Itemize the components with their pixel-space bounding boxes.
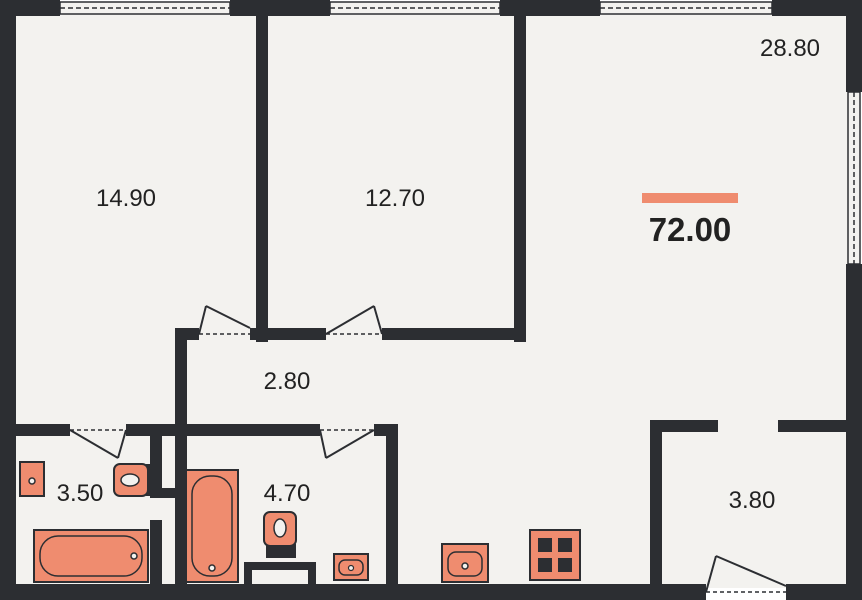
doors xyxy=(69,305,787,593)
wall-bottom-1 xyxy=(0,584,706,600)
wall-right-1 xyxy=(846,0,862,92)
toilet-bath-1-icon xyxy=(113,463,160,497)
area-label-hall: 2.80 xyxy=(264,368,311,395)
wall-storage-top-1 xyxy=(650,420,718,432)
bathtub-bath-1-icon xyxy=(33,529,149,583)
wall-left xyxy=(0,0,16,600)
door-room-1 xyxy=(198,305,251,335)
wall-hall-top-2 xyxy=(250,328,326,340)
sink-bath-2-icon xyxy=(333,553,369,581)
wall-top-4 xyxy=(772,0,862,16)
wall-storage-left xyxy=(650,420,662,588)
kitchen-sink-icon xyxy=(441,543,489,583)
window-top-3 xyxy=(599,1,773,15)
door-bath-2 xyxy=(319,429,375,459)
windows xyxy=(59,1,861,265)
total-area-accent-bar xyxy=(642,193,738,203)
sink-bath-1-icon xyxy=(19,461,45,497)
window-right xyxy=(847,91,861,265)
wall-storage-top-2 xyxy=(778,420,854,432)
wall-bottom-2 xyxy=(786,584,862,600)
wall-bath1-top-1 xyxy=(8,424,70,436)
area-label-room-2: 12.70 xyxy=(365,185,425,212)
utility-niche-icon xyxy=(244,562,316,586)
stove-icon xyxy=(529,529,581,581)
window-top-2 xyxy=(329,1,501,15)
wall-hall-top-3 xyxy=(382,328,526,340)
wall-partition-1 xyxy=(256,8,268,342)
door-bath-1 xyxy=(69,429,127,459)
door-entrance xyxy=(705,555,787,593)
wall-bath-niche xyxy=(150,488,176,498)
wall-partition-2 xyxy=(514,8,526,342)
window-top-1 xyxy=(59,1,231,15)
area-label-bath-2: 4.70 xyxy=(264,480,311,507)
wall-hall-left xyxy=(175,328,187,588)
area-label-bath-1: 3.50 xyxy=(57,480,104,507)
bathtub-bath-2-icon xyxy=(185,469,239,583)
total-area-label: 72.00 xyxy=(649,211,732,248)
area-label-living: 28.80 xyxy=(760,35,820,62)
wall-bath1-top-2 xyxy=(126,424,186,436)
fixtures xyxy=(19,461,581,586)
wall-bath2-top-1 xyxy=(186,424,320,436)
door-room-2 xyxy=(325,305,383,335)
toilet-bath-2-icon xyxy=(263,511,297,558)
wall-bath-divider-2 xyxy=(150,520,162,588)
wall-top-2 xyxy=(230,0,330,16)
area-label-storage: 3.80 xyxy=(729,487,776,514)
wall-bath2-right xyxy=(386,424,398,588)
area-label-room-1: 14.90 xyxy=(96,185,156,212)
